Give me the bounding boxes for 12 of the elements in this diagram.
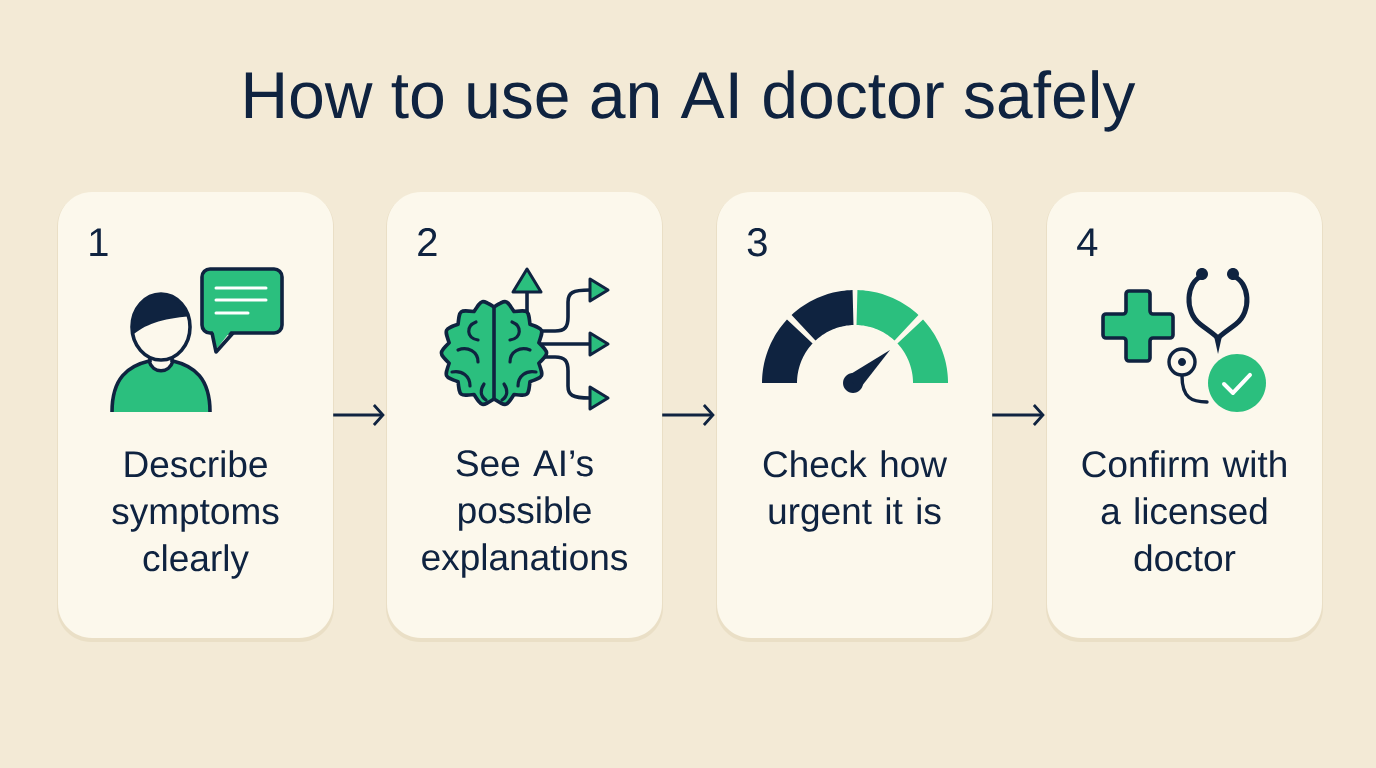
arrow (333, 404, 385, 426)
step-text: See AI’s possible explanations (422, 450, 627, 578)
step-text: Describe symptoms clearly (112, 450, 279, 579)
arrow (992, 404, 1045, 426)
step-number: 4 (1077, 228, 1098, 256)
step-text: Confirm with a licensed doctor (1082, 450, 1286, 572)
arrow (662, 404, 715, 426)
title: How to use an AI doctor safely (245, 70, 1136, 132)
step-text: Check how urgent it is (763, 450, 948, 532)
step-number: 2 (418, 228, 437, 256)
step-number: 1 (90, 228, 108, 256)
step-number: 3 (747, 228, 767, 257)
